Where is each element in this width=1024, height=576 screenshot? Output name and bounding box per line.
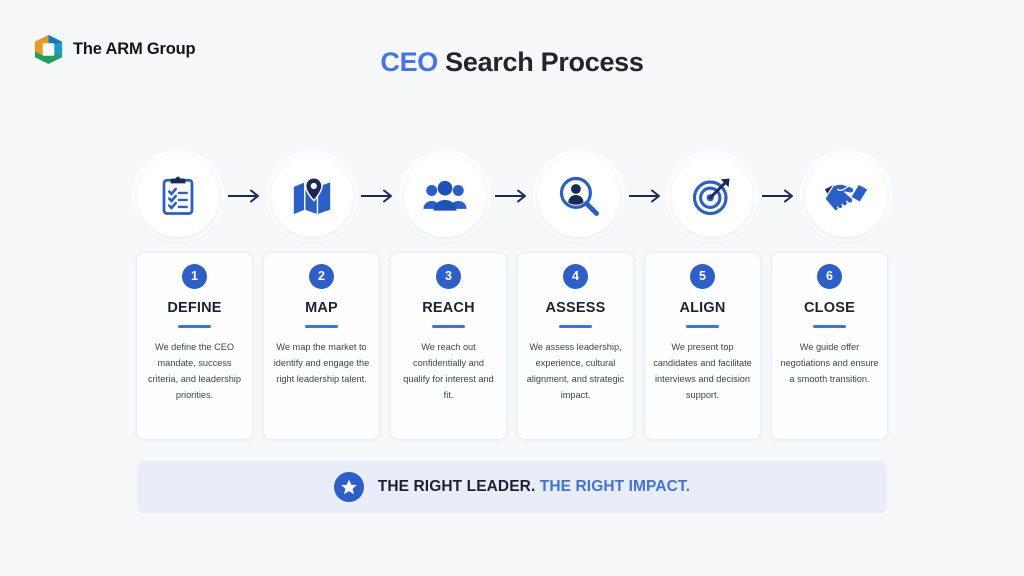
process-icon-6 [804,155,887,237]
step-number-badge: 4 [563,264,588,289]
step-description: We define the CEO mandate, success crite… [148,342,241,400]
step-title: DEFINE [167,300,222,316]
arrow-right-icon [494,189,526,203]
step-description: We present top candidates and facilitate… [653,342,752,400]
arrow-right-icon [762,189,794,203]
handshake-icon [824,183,868,212]
step-number-badge: 3 [436,264,461,289]
step-card-1[interactable]: 1 DEFINE We define the CEO mandate, succ… [136,252,253,440]
step-card-3[interactable]: 3 REACH We reach out confidentially and … [390,252,507,440]
clipboard-checklist-icon [162,176,194,215]
star-icon [340,479,357,495]
process-icon-5 [671,155,754,237]
step-number-badge: 5 [690,264,715,289]
step-title: REACH [422,300,475,316]
star-badge [333,472,364,502]
step-card-4[interactable]: 4 ASSESS We assess leadership, experienc… [517,252,634,440]
process-icon-1 [137,155,219,237]
step-description: We guide offer negotiations and ensure a… [780,342,879,384]
process-icon-row [137,152,887,240]
step-description: We map the market to identify and engage… [273,342,370,384]
magnifier-person-search-icon [559,176,599,216]
process-icon-2 [270,155,353,237]
step-number-badge: 2 [309,264,334,289]
brand-logo: The ARM Group [33,34,196,65]
step-divider [178,325,211,328]
step-description: We assess leadership, experience, cultur… [526,342,625,400]
tagline-primary: THE RIGHT LEADER. [377,478,536,495]
step-title: MAP [305,300,338,316]
map-location-pin-icon [293,177,330,215]
step-card-5[interactable]: 5 ALIGN We present top candidates and fa… [644,252,761,440]
target-arrow-icon [693,178,730,216]
process-icon-4 [537,155,620,237]
page-title-accent: CEO [380,47,438,77]
step-description: We reach out confidentially and qualify … [403,342,494,400]
tagline-text: THE RIGHT LEADER. THE RIGHT IMPACT. [378,478,690,496]
brand-name: The ARM Group [73,40,196,58]
process-step-cards: 1 DEFINE We define the CEO mandate, succ… [136,252,888,440]
step-divider [305,325,338,328]
step-number-badge: 6 [817,264,842,289]
step-divider [686,325,719,328]
step-divider [559,325,592,328]
step-divider [813,325,846,328]
page-title: CEO Search Process [0,47,1024,78]
arm-cube-logo-icon [34,34,63,65]
tagline-banner: THE RIGHT LEADER. THE RIGHT IMPACT. [137,461,887,513]
page-title-rest: Search Process [437,47,644,77]
step-divider [432,325,465,328]
step-title: CLOSE [804,300,855,316]
step-title: ALIGN [679,300,726,316]
arrow-right-icon [628,189,660,203]
step-number-badge: 1 [182,264,207,289]
process-icon-3 [404,155,487,237]
step-card-6[interactable]: 6 CLOSE We guide offer negotiations and … [771,252,888,440]
people-group-icon [423,180,467,211]
tagline-accent: THE RIGHT IMPACT. [539,478,691,495]
arrow-right-icon [227,189,259,203]
step-card-2[interactable]: 2 MAP We map the market to identify and … [263,252,380,440]
arrow-right-icon [361,189,393,203]
step-title: ASSESS [545,300,606,316]
